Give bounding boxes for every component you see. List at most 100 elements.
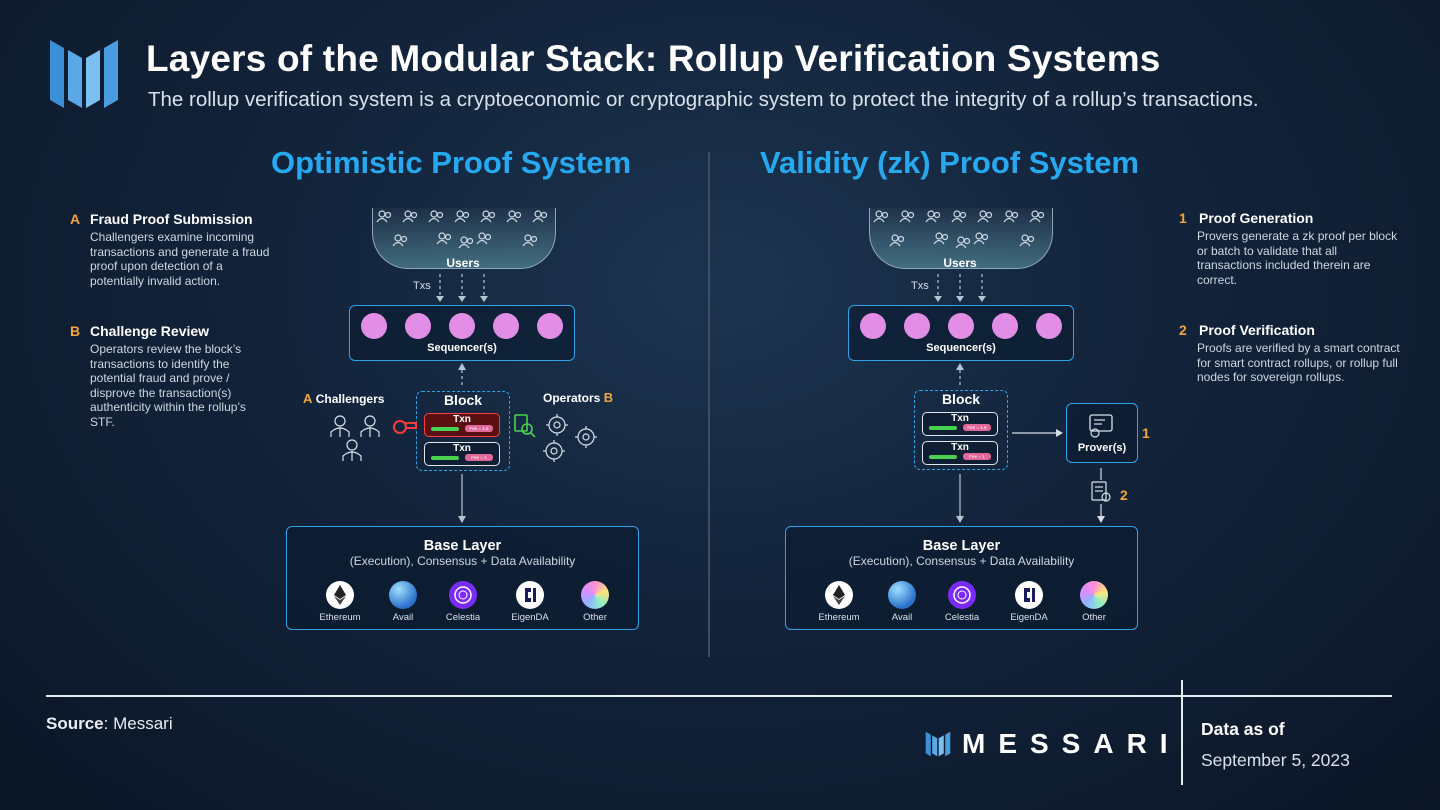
txn: Txn Fee = 1 [922,441,998,465]
base-layer-subtitle: (Execution), Consensus + Data Availabili… [848,554,1075,568]
prover-label: Prover(s) [1077,442,1127,454]
eigenda-icon [1015,581,1043,609]
source-note: Source: Messari [46,714,173,734]
users-group: Users [869,208,1053,270]
challengers-icon [330,415,417,461]
txn-fee: Fee = 1 [465,454,493,461]
step-heading: Challenge Review [90,323,210,339]
step-marker-1: 1 [1142,425,1150,441]
block-to-sequencer-arrow [956,363,964,388]
sequencer-dot [1036,313,1062,339]
sequencer-dot [992,313,1018,339]
sequencer-label: Sequencer(s) [926,342,996,354]
chain-label: Other [583,612,607,623]
avail-icon [888,581,916,609]
block-box: Block Txn Fee = 1.5 Txn Fee = 1 [914,390,1008,470]
base-layer-subtitle: (Execution), Consensus + Data Availabili… [349,554,576,568]
step-letter: B [70,323,81,339]
messari-logo-icon [48,38,120,115]
txs-label: Txs [413,280,431,292]
txs-arrows [934,274,986,302]
prover-certificate-icon [1089,414,1113,438]
chain-ethereum: Ethereum [310,581,370,623]
page-title: Layers of the Modular Stack: Rollup Veri… [146,38,1161,79]
base-layer-box: Base Layer (Execution), Consensus + Data… [286,526,639,630]
block-box: Block Txn Fee = 1.5 Txn Fee = 1 [416,391,510,471]
block-label: Block [443,392,483,408]
data-as-label: Data as of [1201,719,1285,739]
chain-avail: Avail [872,581,932,623]
sequencer-dot [904,313,930,339]
users-icon [873,210,1045,249]
celestia-icon [449,581,477,609]
block-to-sequencer-arrow [458,363,466,388]
chain-celestia: Celestia [932,581,992,623]
challengers-label: A Challengers [303,391,384,406]
txn: Txn Fee = 1.5 [922,412,998,436]
chain-other: Other [1064,581,1124,623]
source-value: : Messari [103,714,173,733]
chain-other: Other [565,581,625,623]
step-description: Operators review the block’s transaction… [90,342,246,429]
step-marker-2: 2 [1120,487,1128,503]
proof-document-icon [1091,481,1111,502]
txn-fee: Fee = 1.5 [963,424,991,431]
section-divider [708,152,710,657]
sequencer-box: Sequencer(s) [848,305,1074,361]
block-to-base-arrow [956,474,964,523]
txn-label: Txn [453,443,471,454]
txn: Txn Fee = 1 [424,442,500,466]
txs-label: Txs [911,280,929,292]
ethereum-icon [825,581,853,609]
celestia-icon [948,581,976,609]
chain-label: EigenDA [511,612,549,623]
block-to-base-arrow [458,474,466,523]
txn-label: Txn [951,442,969,453]
chain-ethereum: Ethereum [809,581,869,623]
chain-label: EigenDA [1010,612,1048,623]
challengers-letter: A [303,391,313,406]
data-date: September 5, 2023 [1201,750,1350,770]
txn-bar [431,427,459,431]
prover-box: Prover(s) [1066,403,1138,463]
sequencer-dot [537,313,563,339]
other-icon [581,581,609,609]
txn-fraudulent: Txn Fee = 1.5 [424,413,500,437]
base-layer-title: Base Layer [423,538,502,554]
eigenda-icon [516,581,544,609]
txn-bar [929,455,957,459]
whistle-icon [393,420,417,434]
sequencer-dot [860,313,886,339]
users-label: Users [943,256,977,270]
operators-letter: B [603,390,614,405]
validity-section-title: Validity (zk) Proof System [760,145,1139,180]
step-heading: Proof Generation [1199,210,1314,226]
sequencer-dot [493,313,519,339]
prover-to-base-arrow [1091,468,1111,523]
txn-bar [431,456,459,460]
avail-icon [389,581,417,609]
sequencer-dot [405,313,431,339]
brand-wordmark: MESSARI [962,728,1181,759]
step-heading: Proof Verification [1199,322,1315,338]
chain-label: Celestia [944,612,980,623]
sequencer-dot [948,313,974,339]
block-to-prover-arrow [1012,429,1063,437]
step-letter: A [70,211,81,227]
users-icon [376,210,548,249]
step-description: Provers generate a zk proof per block or… [1197,229,1398,287]
chain-label: Ethereum [319,612,361,623]
footer-divider [1181,680,1183,785]
users-label: Users [446,256,480,270]
txn-fee: Fee = 1 [963,453,991,460]
footer-rule [46,695,1392,697]
users-group: Users [372,208,556,270]
txn-fee: Fee = 1.5 [465,425,493,432]
txn-label: Txn [453,414,471,425]
operators-text: Operators [543,391,601,405]
other-icon [1080,581,1108,609]
chain-label: Other [1082,612,1106,623]
optimistic-section-title: Optimistic Proof System [271,145,632,180]
